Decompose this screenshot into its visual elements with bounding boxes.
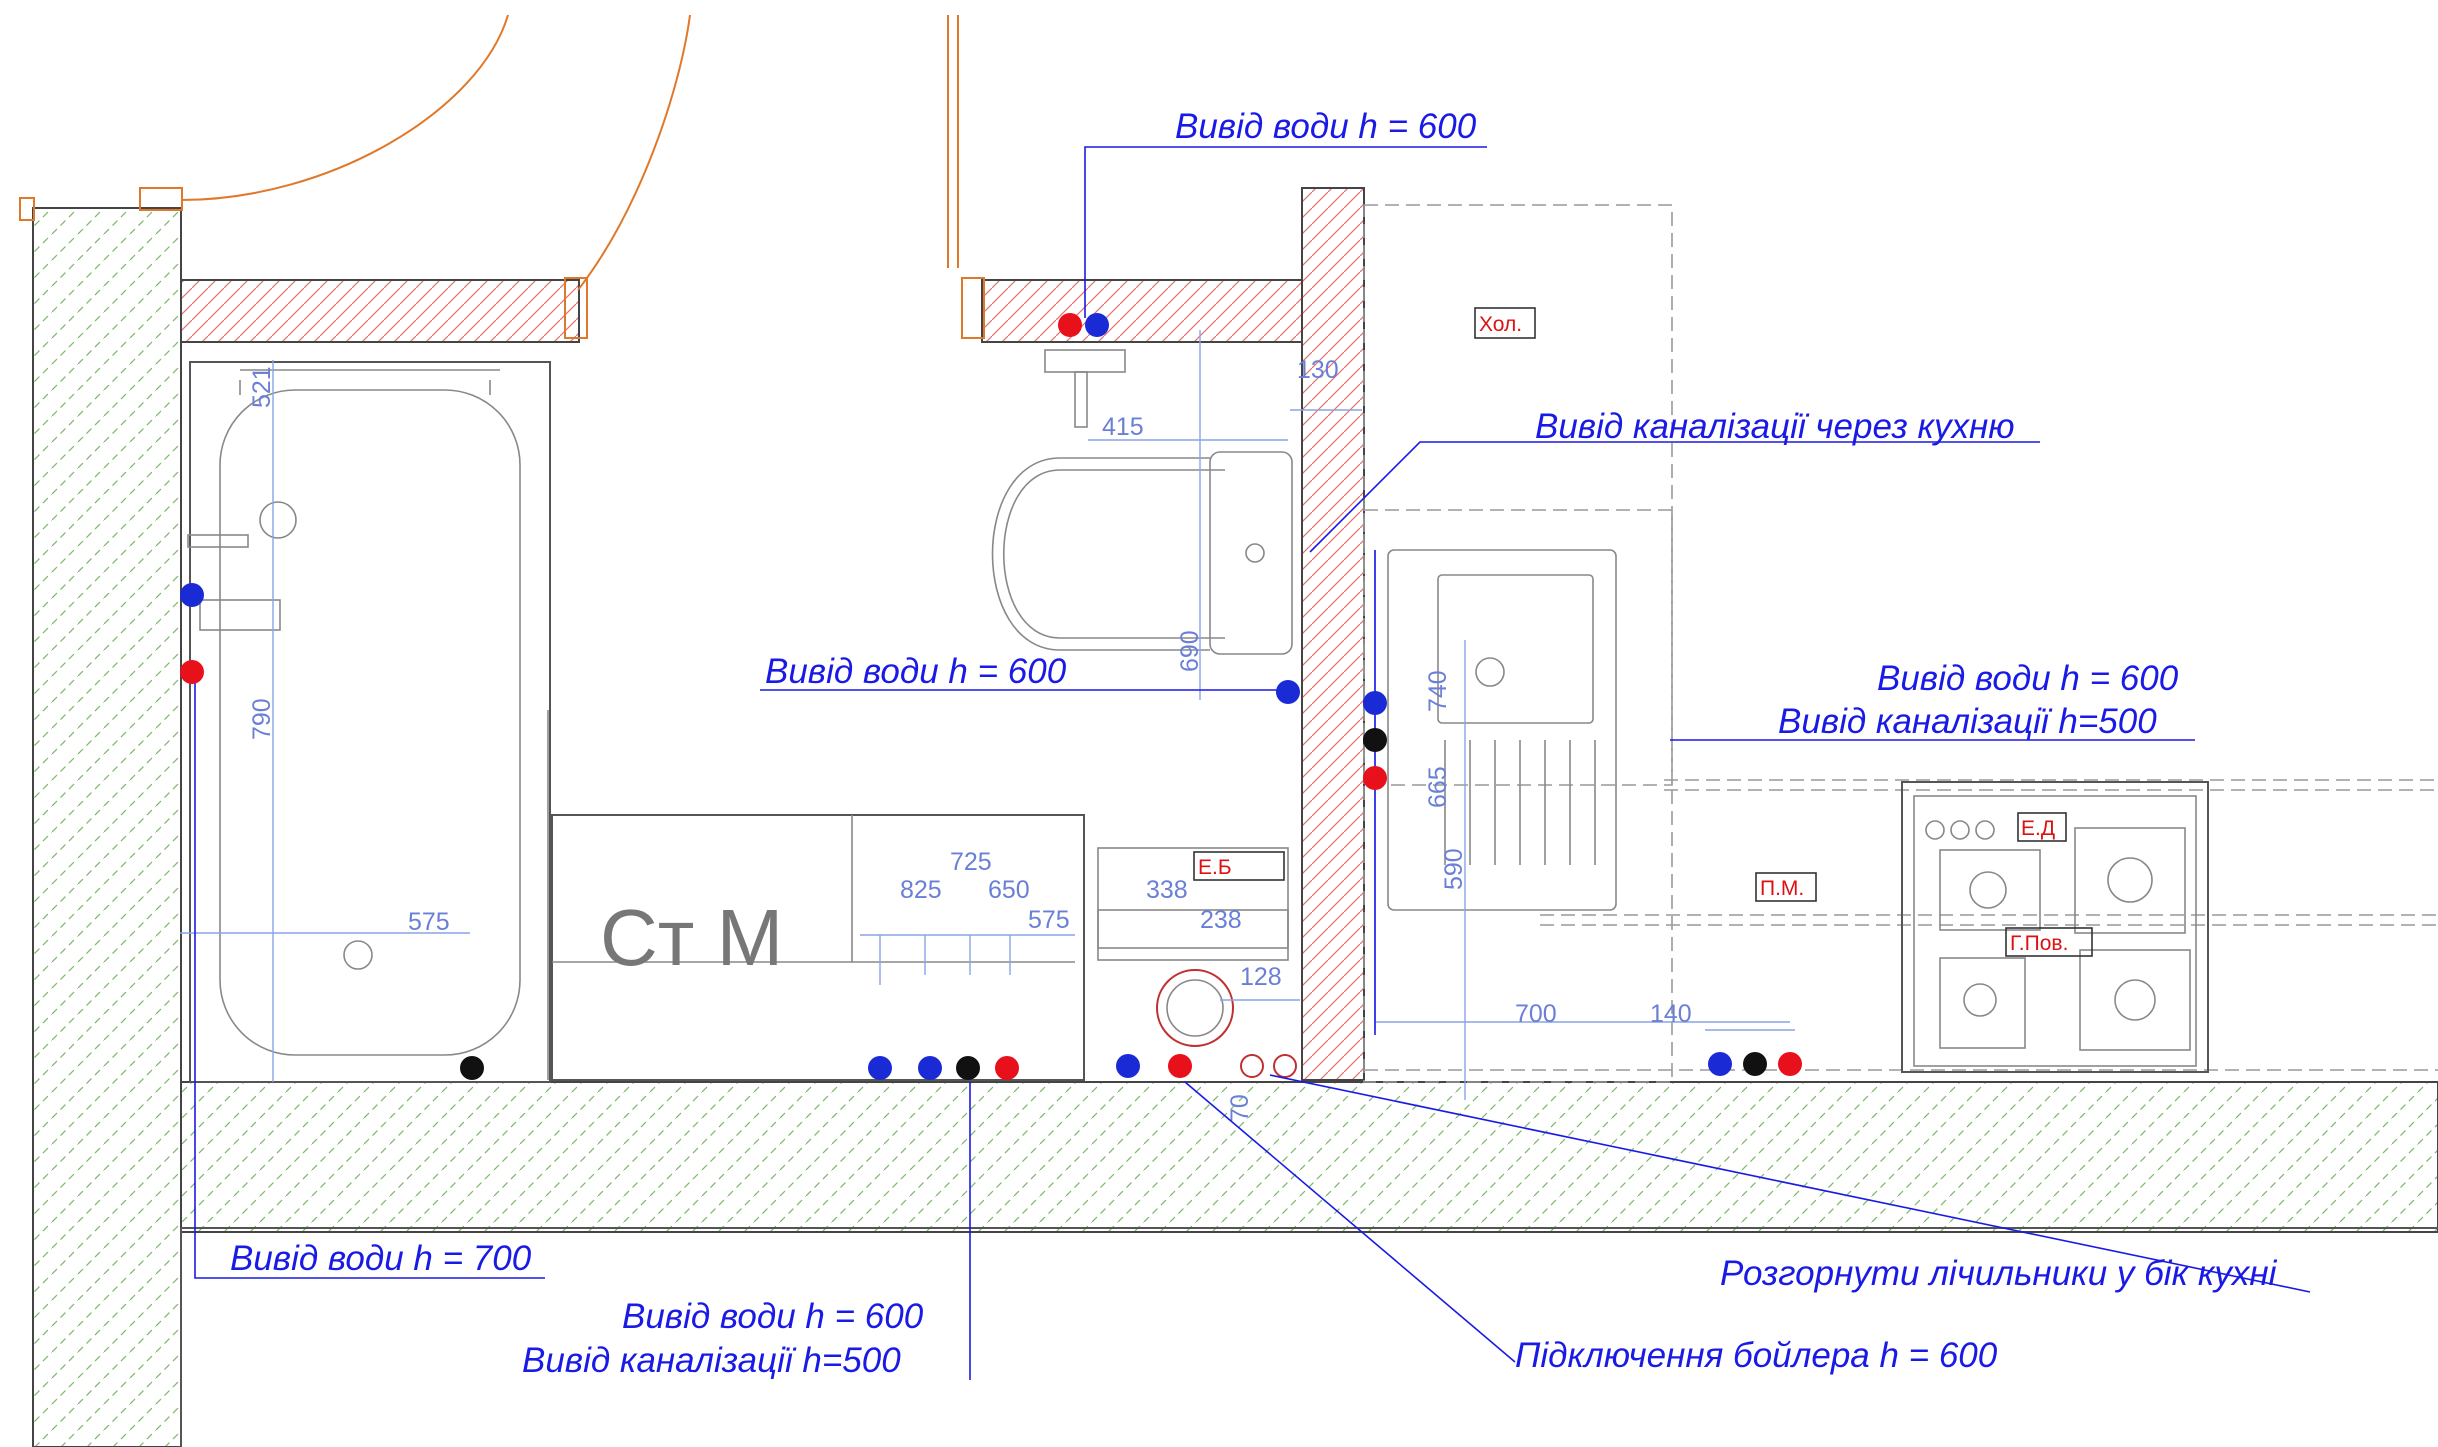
bathtub [187, 361, 551, 1083]
dim-665: 665 [1424, 766, 1452, 808]
note-rotate-meters: Розгорнути лічильники у бік кухні [1720, 1254, 2278, 1293]
note-sewer-right: Вивід каналізації h=500 [1778, 702, 2157, 741]
dim-740: 740 [1424, 670, 1452, 712]
fridge-tag: Хол. [1479, 313, 1522, 336]
walls [32, 187, 2438, 1447]
left-wall [32, 207, 182, 1447]
cold-water-point [868, 1056, 892, 1080]
dim-338: 338 [1146, 876, 1188, 904]
cold-water-point [1363, 691, 1387, 715]
dim-590: 590 [1440, 848, 1468, 890]
cold-water-point [1708, 1052, 1732, 1076]
dim-725: 725 [950, 848, 992, 876]
annotation-texts: Вивід води h = 600 Вивід каналізації чер… [230, 107, 2278, 1380]
cold-water-point [1276, 680, 1300, 704]
sewer-point [956, 1056, 980, 1080]
door-swing-left [180, 14, 509, 201]
top-left-wall [180, 279, 580, 343]
dim-140: 140 [1650, 1000, 1692, 1028]
utility-points [180, 313, 1802, 1080]
dim-130: 130 [1297, 356, 1339, 384]
dishwasher-tag: П.М. [1760, 877, 1804, 900]
sewer-point [1363, 728, 1387, 752]
note-water-bottom: Вивід води h = 600 [622, 1297, 924, 1336]
hot-water-point [1058, 313, 1082, 337]
hot-water-point [1363, 766, 1387, 790]
hot-water-point [995, 1056, 1019, 1080]
dim-700: 700 [1515, 1000, 1557, 1028]
dim-650: 650 [988, 876, 1030, 904]
sewer-point [1743, 1052, 1767, 1076]
equipment-tags: Хол. Е.Б П.М. Е.Д Г.Пов. [1193, 307, 2093, 957]
dim-575-washer: 575 [1028, 906, 1070, 934]
bottom-wall [180, 1081, 2438, 1233]
dim-575-bath: 575 [408, 908, 450, 936]
washing-machine-label: Ст М [600, 893, 783, 982]
cold-water-point [1085, 313, 1109, 337]
note-water-toilet: Вивід води h = 600 [765, 652, 1067, 691]
dim-70: 70 [1226, 1094, 1254, 1122]
washing-machine: Ст М [547, 710, 1085, 1081]
dimension-labels: 521 790 575 130 415 690 725 825 650 575 … [248, 356, 1692, 1122]
note-water-top: Вивід води h = 600 [1175, 107, 1477, 146]
oven-tag: Г.Пов. [2010, 932, 2068, 955]
note-water-right: Вивід води h = 600 [1877, 659, 2179, 698]
cold-water-point [1116, 1054, 1140, 1078]
annotation-leaders [194, 146, 2311, 1380]
stove-tag: Е.Д [2021, 817, 2055, 840]
cold-water-point [918, 1056, 942, 1080]
dim-238: 238 [1200, 906, 1242, 934]
hot-water-point [1778, 1052, 1802, 1076]
dim-790: 790 [248, 698, 276, 740]
top-middle-wall [981, 279, 1303, 343]
partition-wall [1301, 187, 1365, 1081]
note-sewer-bottom: Вивід каналізації h=500 [522, 1341, 901, 1380]
dim-521: 521 [248, 366, 276, 408]
dim-128: 128 [1240, 963, 1282, 991]
note-water-700: Вивід води h = 700 [230, 1239, 532, 1278]
toilet [991, 349, 1293, 655]
boiler-meters [1097, 847, 1297, 1078]
dim-415: 415 [1102, 413, 1144, 441]
sewer-point [460, 1056, 484, 1080]
boiler-tag: Е.Б [1198, 856, 1232, 879]
hot-water-point [180, 660, 204, 684]
note-boiler-connection: Підключення бойлера h = 600 [1515, 1336, 1998, 1375]
note-sewer-through-kitchen: Вивід каналізації через кухню [1535, 407, 2015, 446]
cold-water-point [180, 583, 204, 607]
dim-825: 825 [900, 876, 942, 904]
kitchen [1363, 204, 2438, 1083]
door-swing-center [577, 14, 691, 291]
dim-690: 690 [1176, 630, 1204, 672]
doors [19, 14, 985, 339]
hot-water-point [1168, 1054, 1192, 1078]
